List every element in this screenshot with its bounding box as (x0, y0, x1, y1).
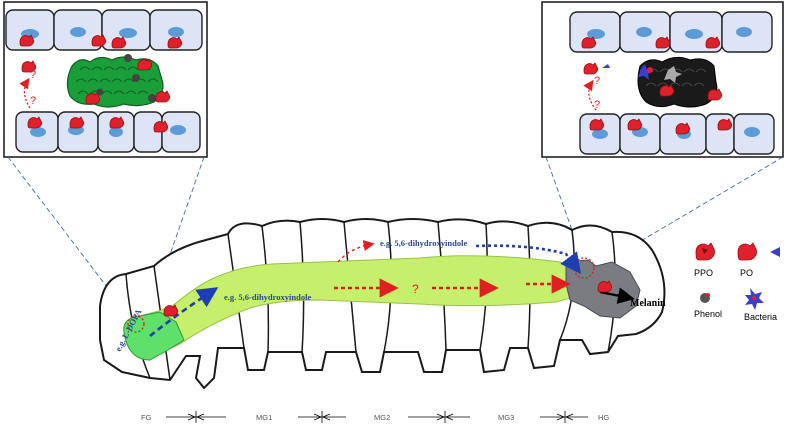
left-bottom-epithelium (15, 111, 201, 153)
legend-bacteria-label: Bacteria (744, 312, 777, 322)
right-inset-panel: ? ? (541, 1, 784, 158)
legend-po-icon (737, 242, 757, 261)
label-indole-mg1: e.g. 5,6-dihydroxyindole (224, 292, 311, 302)
left-question-bottom: ? (30, 95, 36, 107)
segment-axis: FG MG1 MG2 MG3 HG (141, 411, 609, 423)
segment-label-mg2: MG2 (374, 413, 390, 422)
left-inset-panel: ? ? (3, 1, 208, 158)
legend: PPO PO Phenol Bacteria (694, 242, 780, 322)
legend-po-label: PO (740, 268, 753, 278)
label-indole-top: e.g. 5,6-dihydroxyindole (380, 238, 467, 248)
left-secretion-path: ? ? (19, 60, 36, 109)
segment-label-hg: HG (598, 413, 609, 422)
legend-activator-icon (770, 247, 780, 257)
left-top-epithelium (5, 9, 203, 51)
left-question-top: ? (30, 69, 36, 81)
legend-bacteria-icon (745, 288, 764, 310)
ppo-marker-hindgut (597, 280, 613, 293)
right-secretion-path: ? ? (583, 62, 610, 111)
right-question-top: ? (594, 75, 600, 87)
legend-ppo-icon (695, 242, 715, 261)
foregut-region (123, 311, 185, 361)
label-question-mid: ? (412, 282, 419, 296)
green-hemocyte-mass (66, 54, 171, 108)
black-melanized-mass (637, 56, 723, 108)
right-question-bottom: ? (594, 99, 600, 111)
pathway-arrows (149, 239, 635, 338)
segment-label-fg: FG (141, 413, 152, 422)
right-top-epithelium (569, 11, 773, 53)
segment-label-mg1: MG1 (256, 413, 272, 422)
ppo-marker-foregut (163, 304, 179, 317)
legend-ppo-label: PPO (694, 268, 713, 278)
label-melanin: Melanin (630, 298, 666, 309)
right-bottom-epithelium (579, 113, 775, 155)
segment-label-mg3: MG3 (498, 413, 514, 422)
legend-phenol-label: Phenol (694, 309, 722, 319)
legend-phenol-icon (700, 293, 710, 303)
